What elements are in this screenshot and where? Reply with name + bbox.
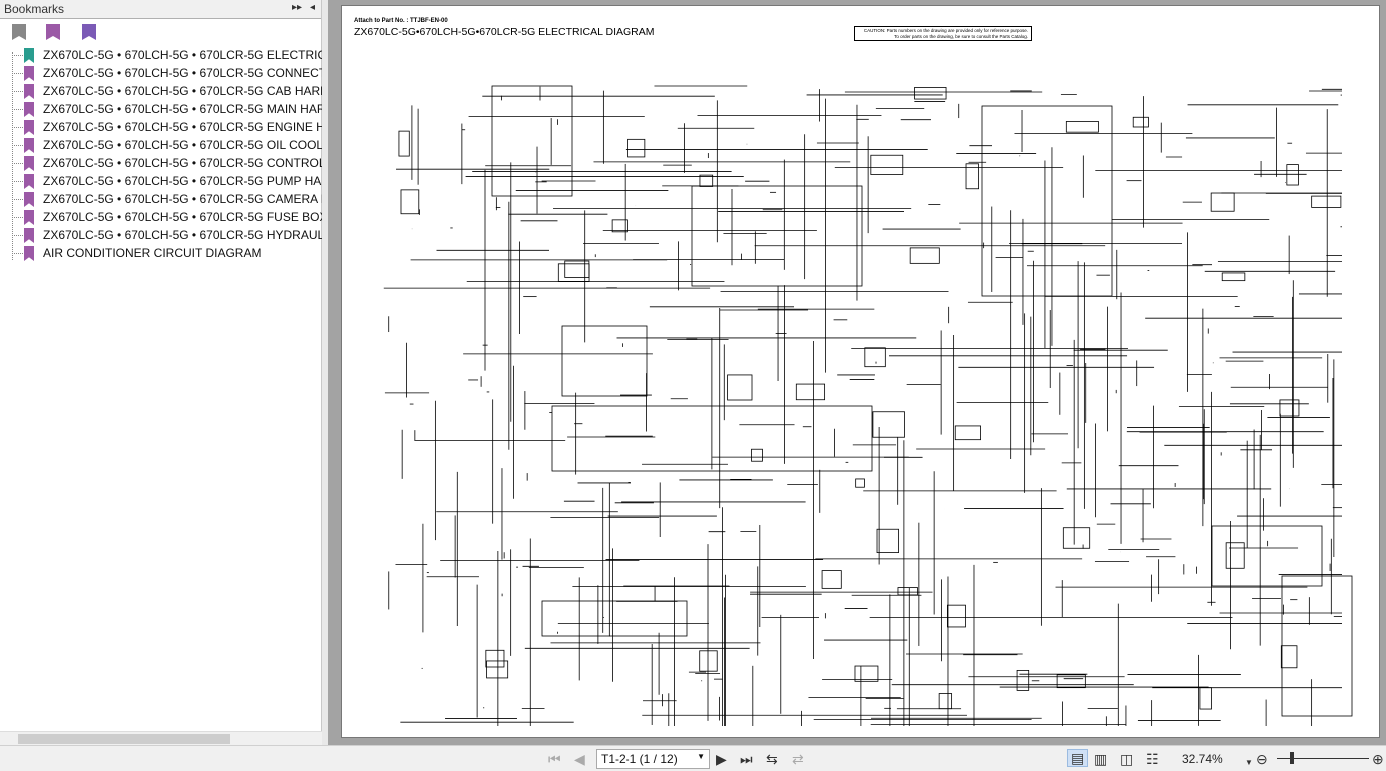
bookmark-icon — [24, 84, 34, 99]
bookmark-label: ZX670LC-5G • 670LCH-5G • 670LCR-5G CAB H… — [43, 84, 322, 98]
expand-icon[interactable]: ▸▸ — [292, 2, 303, 13]
bookmark-icon — [24, 192, 34, 207]
bookmark-icon — [24, 102, 34, 117]
last-page-button[interactable]: ⏭ — [740, 751, 753, 767]
facing-view-icon[interactable]: ◫ — [1120, 751, 1134, 767]
diagram-title: ZX670LC-5G•670LCH-5G•670LCR-5G ELECTRICA… — [354, 26, 655, 38]
bookmark-item[interactable]: ZX670LC-5G • 670LCH-5G • 670LCR-5G ENGIN… — [10, 118, 322, 136]
bookmark-label: ZX670LC-5G • 670LCH-5G • 670LCR-5G PUMP … — [43, 174, 322, 188]
delete-bookmark-icon[interactable] — [12, 24, 26, 40]
bookmark-item[interactable]: ZX670LC-5G • 670LCH-5G • 670LCR-5G PUMP … — [10, 172, 322, 190]
bottom-toolbar: ⏮ ◀ T1-2-1 (1 / 12)▼ ▶ ⏭ ⇆ ⇄ ▤ ▥ ◫ ☷ 32.… — [0, 745, 1386, 771]
bookmark-label: AIR CONDITIONER CIRCUIT DIAGRAM — [43, 246, 262, 260]
bookmark-label: ZX670LC-5G • 670LCH-5G • 670LCR-5G CONNE… — [43, 66, 322, 80]
bookmark-item[interactable]: AIR CONDITIONER CIRCUIT DIAGRAM — [10, 244, 322, 262]
zoom-out-button[interactable]: ⊖ — [1256, 751, 1268, 767]
bookmark-label: ZX670LC-5G • 670LCH-5G • 670LCR-5G CONTR… — [43, 156, 322, 170]
bookmark-icon — [24, 48, 34, 63]
bookmark-label: ZX670LC-5G • 670LCH-5G • 670LCR-5G ENGIN… — [43, 120, 322, 134]
bookmark-icon — [24, 156, 34, 171]
bookmark-label: ZX670LC-5G • 670LCH-5G • 670LCR-5G CAMER… — [43, 192, 322, 206]
bookmark-item[interactable]: ZX670LC-5G • 670LCH-5G • 670LCR-5G OIL C… — [10, 136, 322, 154]
bookmark-icon — [24, 174, 34, 189]
zoom-slider[interactable] — [1277, 758, 1369, 759]
bookmark-label: ZX670LC-5G • 670LCH-5G • 670LCR-5G MAIN … — [43, 102, 322, 116]
bookmark-label: ZX670LC-5G • 670LCH-5G • 670LCR-5G HYDRA… — [43, 228, 322, 242]
bookmark-icon — [24, 120, 34, 135]
document-viewer: Attach to Part No. : TTJBF-EN-00 ZX670LC… — [328, 0, 1386, 745]
page-label: T1-2-1 (1 / 12) — [601, 752, 678, 766]
caution-box: CAUTION: Parts numbers on the drawing ar… — [854, 26, 1032, 41]
page-selector[interactable]: T1-2-1 (1 / 12)▼ — [596, 749, 710, 769]
caution-line: CAUTION: Parts numbers on the drawing ar… — [863, 28, 1028, 33]
zoom-in-button[interactable]: ⊕ — [1372, 751, 1384, 767]
first-page-button[interactable]: ⏮ — [548, 751, 561, 767]
bookmark-item[interactable]: ZX670LC-5G • 670LCH-5G • 670LCR-5G CAMER… — [10, 190, 322, 208]
previous-page-button[interactable]: ◀ — [574, 751, 585, 767]
next-view-icon[interactable]: ⇄ — [792, 751, 804, 767]
bookmark-item[interactable]: ZX670LC-5G • 670LCH-5G • 670LCR-5G CONNE… — [10, 64, 322, 82]
bookmarks-title: Bookmarks — [4, 2, 65, 16]
bookmark-item[interactable]: ZX670LC-5G • 670LCH-5G • 670LCR-5G ELECT… — [10, 46, 322, 64]
bookmark-icon — [24, 228, 34, 243]
bookmarks-header: Bookmarks ▸▸ ◂ — [0, 0, 321, 19]
bookmark-icon — [24, 138, 34, 153]
previous-view-icon[interactable]: ⇆ — [766, 751, 778, 767]
zoom-dropdown-icon[interactable]: ▼ — [1245, 758, 1253, 767]
bookmark-item[interactable]: ZX670LC-5G • 670LCH-5G • 670LCR-5G CAB H… — [10, 82, 322, 100]
goto-bookmark-icon[interactable] — [82, 24, 96, 40]
bookmark-label: ZX670LC-5G • 670LCH-5G • 670LCR-5G FUSE … — [43, 210, 322, 224]
panel-splitter[interactable] — [322, 0, 328, 745]
bookmark-label: ZX670LC-5G • 670LCH-5G • 670LCR-5G OIL C… — [43, 138, 322, 152]
part-number: Attach to Part No. : TTJBF-EN-00 — [354, 18, 448, 24]
next-page-button[interactable]: ▶ — [716, 751, 727, 767]
bookmark-item[interactable]: ZX670LC-5G • 670LCH-5G • 670LCR-5G FUSE … — [10, 208, 322, 226]
zoom-value[interactable]: 32.74% — [1182, 752, 1223, 766]
document-page: Attach to Part No. : TTJBF-EN-00 ZX670LC… — [341, 5, 1380, 738]
bookmark-icon — [24, 66, 34, 81]
zoom-slider-thumb[interactable] — [1290, 752, 1294, 764]
caution-line: To order parts on the drawing, be sure t… — [894, 34, 1028, 39]
bookmark-tree: ZX670LC-5G • 670LCH-5G • 670LCR-5G ELECT… — [10, 46, 322, 262]
bookmark-item[interactable]: ZX670LC-5G • 670LCH-5G • 670LCR-5G CONTR… — [10, 154, 322, 172]
continuous-facing-view-icon[interactable]: ☷ — [1146, 751, 1159, 767]
bookmark-icon — [24, 210, 34, 225]
add-bookmark-icon[interactable] — [46, 24, 60, 40]
bookmark-icon — [24, 246, 34, 261]
single-page-view-icon[interactable]: ▤ — [1067, 749, 1089, 767]
collapse-panel-icon[interactable]: ◂ — [310, 2, 316, 13]
electrical-diagram — [383, 85, 1353, 726]
bookmark-item[interactable]: ZX670LC-5G • 670LCH-5G • 670LCR-5G HYDRA… — [10, 226, 322, 244]
bookmarks-panel: Bookmarks ▸▸ ◂ ZX670LC-5G • 670LCH-5G • … — [0, 0, 322, 745]
horizontal-scrollbar[interactable] — [0, 731, 322, 745]
bookmark-label: ZX670LC-5G • 670LCH-5G • 670LCR-5G ELECT… — [43, 48, 322, 62]
continuous-view-icon[interactable]: ▥ — [1094, 751, 1108, 767]
bookmark-item[interactable]: ZX670LC-5G • 670LCH-5G • 670LCR-5G MAIN … — [10, 100, 322, 118]
